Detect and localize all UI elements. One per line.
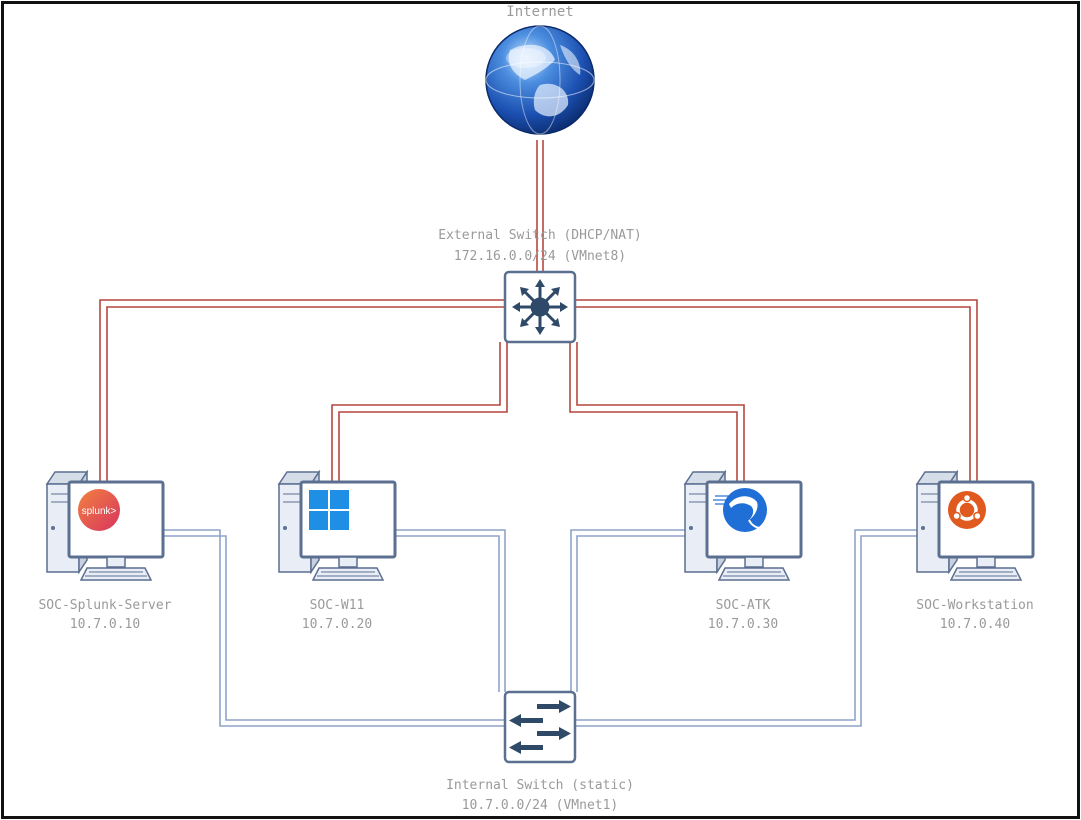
svg-text:splunk>: splunk> <box>82 506 117 517</box>
link-int-atk <box>570 529 685 692</box>
external-switch-subnet: 172.16.0.0/24 (VMnet8) <box>453 249 627 264</box>
host-ip-splunk-server: 10.7.0.10 <box>69 617 141 632</box>
link-ext-w11-b <box>338 342 508 483</box>
splunk-logo: splunk> <box>78 489 120 531</box>
host-ip-workstation: 10.7.0.40 <box>939 617 1011 632</box>
host-name-splunk-server: SOC-Splunk-Server <box>38 598 172 613</box>
link-int-splunk <box>163 529 505 727</box>
host-name-workstation: SOC-Workstation <box>916 598 1034 613</box>
link-ext-w11 <box>331 342 501 483</box>
link-int-w11 <box>395 529 506 692</box>
host-ip-atk: 10.7.0.30 <box>707 617 779 632</box>
link-int-splunk-b <box>163 535 505 721</box>
ubuntu-logo <box>948 491 986 529</box>
host-w11[interactable] <box>278 471 397 582</box>
link-ext-atk-b <box>576 342 745 483</box>
host-splunk-server[interactable]: splunk> <box>46 471 165 582</box>
link-ext-atk <box>569 342 738 483</box>
link-int-atk-b <box>576 535 685 692</box>
external-links <box>99 140 978 483</box>
link-ext-workstation-b <box>575 306 971 483</box>
host-name-atk: SOC-ATK <box>715 598 771 613</box>
internal-switch-title: Internal Switch (static) <box>446 778 634 793</box>
link-int-workstation <box>575 529 917 721</box>
host-name-w11: SOC-W11 <box>309 598 365 613</box>
internal-switch-subnet: 10.7.0.0/24 (VMnet1) <box>461 798 619 813</box>
internal-links <box>163 529 917 727</box>
kali-linux-logo <box>713 488 767 532</box>
external-switch[interactable] <box>503 270 577 344</box>
link-ext-workstation <box>575 299 978 483</box>
link-ext-splunk <box>99 299 505 483</box>
host-atk[interactable] <box>684 471 803 582</box>
host-workstation[interactable] <box>916 471 1035 582</box>
link-int-w11-b <box>395 535 500 692</box>
link-ext-splunk-b <box>106 306 505 483</box>
external-switch-title: External Switch (DHCP/NAT) <box>438 228 642 243</box>
link-int-workstation-b <box>575 535 917 727</box>
hub-switch-icon <box>512 279 568 335</box>
layer2-switch-icon <box>509 700 571 754</box>
internal-switch[interactable] <box>503 690 577 764</box>
host-ip-w11: 10.7.0.20 <box>301 617 373 632</box>
internet-label: Internet <box>506 4 574 20</box>
globe-icon <box>485 25 595 135</box>
windows11-logo <box>309 490 349 530</box>
